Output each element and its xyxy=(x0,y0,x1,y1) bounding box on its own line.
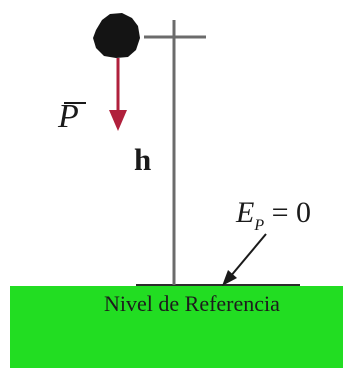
weight-arrow-head xyxy=(109,110,127,131)
pointer-arrow-head xyxy=(222,270,237,286)
reference-level-label: Nivel de Referencia xyxy=(104,291,280,316)
weight-label: P xyxy=(58,98,79,135)
potential-energy-label: EP = 0 xyxy=(236,196,312,234)
energy-subscript: P xyxy=(254,217,265,234)
height-label: h xyxy=(134,142,152,177)
energy-symbol: E xyxy=(236,196,255,229)
ground-area xyxy=(10,286,343,368)
energy-equals: = 0 xyxy=(264,196,312,229)
pointer-arrow-shaft xyxy=(229,233,267,278)
rock-shape xyxy=(93,13,140,58)
